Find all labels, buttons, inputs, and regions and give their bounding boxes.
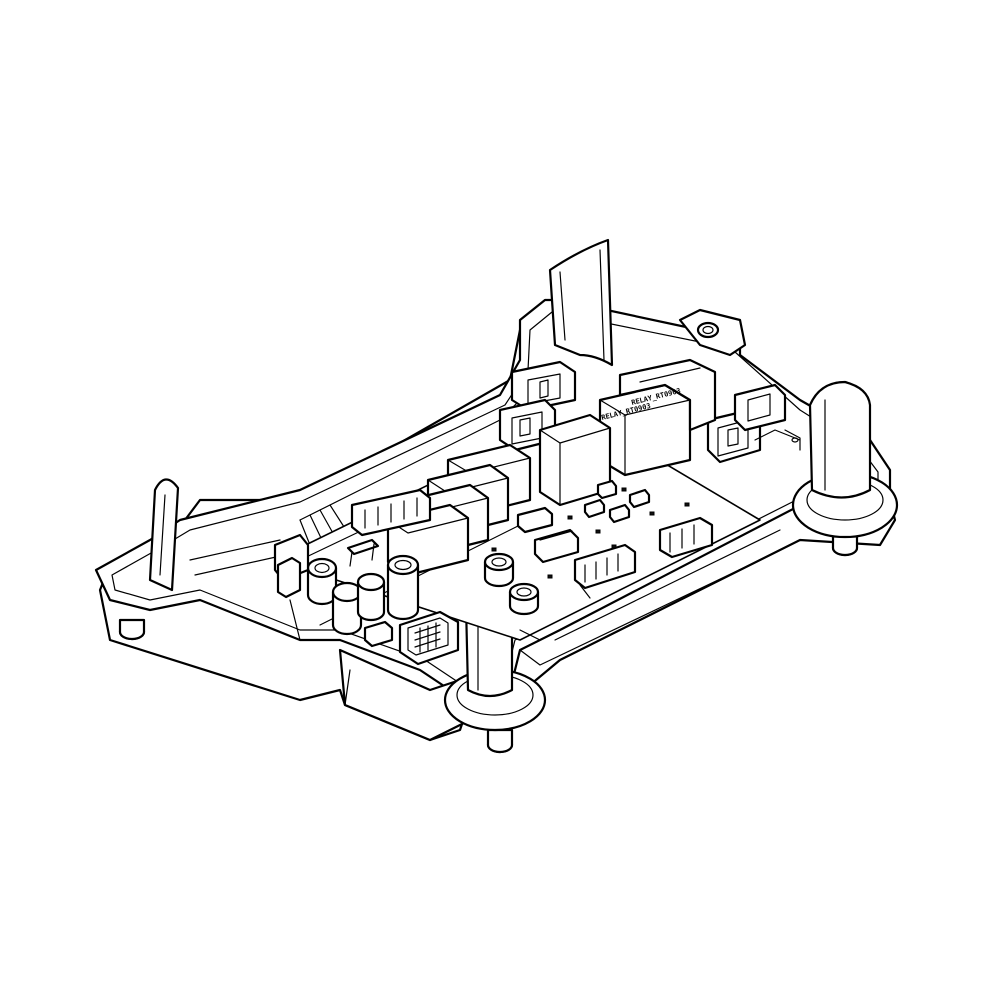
mount-feet — [118, 533, 859, 754]
rear-tab — [548, 238, 614, 367]
pin-header-front — [573, 516, 714, 590]
connector-rear-1 — [510, 360, 577, 412]
small-terminal — [273, 533, 394, 648]
rear-right-post — [791, 380, 899, 539]
rim-details — [519, 429, 801, 641]
fuse — [346, 538, 380, 567]
capacitors — [306, 552, 540, 636]
transformer — [398, 610, 460, 666]
circuit-board: RELAY_RT0903 RELAY_RT0903 — [273, 358, 787, 666]
left-clip — [148, 478, 180, 592]
pin-header-left — [350, 488, 432, 537]
relay-block-right — [598, 358, 717, 477]
ic-chips — [491, 479, 690, 579]
connector-right — [706, 383, 787, 464]
